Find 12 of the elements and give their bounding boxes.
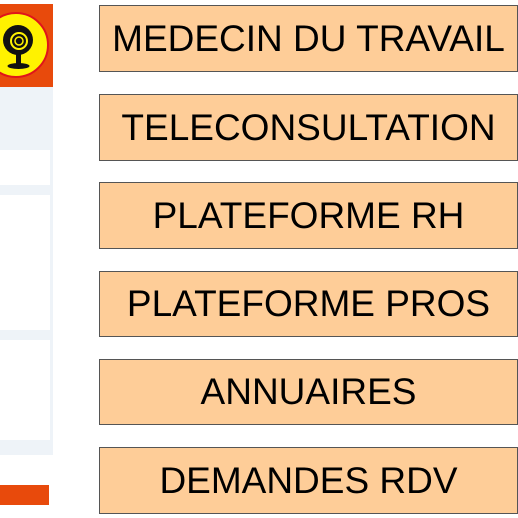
category-box <box>99 447 518 514</box>
category-box <box>99 94 518 161</box>
category-label: MEDECIN DU TRAVAIL <box>112 18 505 58</box>
category-label: PLATEFORME PROS <box>126 284 490 324</box>
category-box <box>99 359 518 425</box>
category-label: TELECONSULTATION <box>121 108 496 148</box>
category-box <box>99 5 518 72</box>
category-label: PLATEFORME RH <box>152 196 464 236</box>
category-label: DEMANDES RDV <box>159 460 458 500</box>
category-box <box>99 182 518 249</box>
category-box <box>99 271 518 337</box>
category-label: ANNUAIRES <box>200 372 416 412</box>
